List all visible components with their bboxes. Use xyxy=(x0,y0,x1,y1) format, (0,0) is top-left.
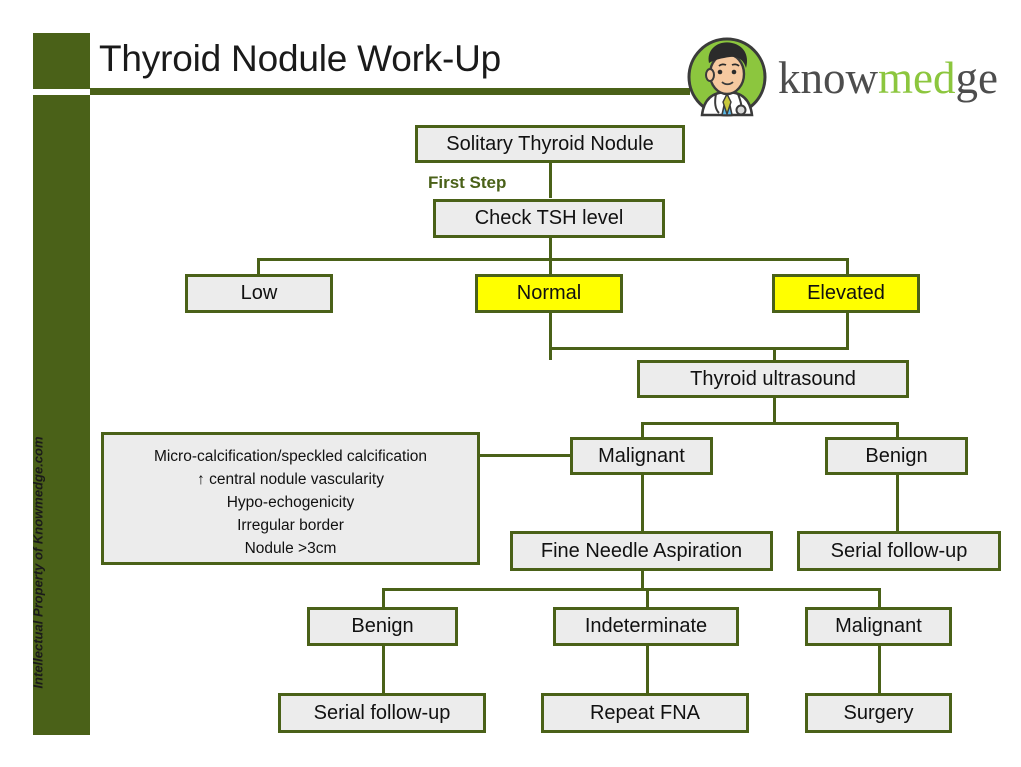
criteria-line-1: Micro-calcification/speckled calcificati… xyxy=(153,448,428,465)
node-benign-serial-followup[interactable]: Serial follow-up xyxy=(797,531,1001,571)
node-check-tsh-level[interactable]: Check TSH level xyxy=(433,199,665,238)
node-fna-indeterminate[interactable]: Indeterminate xyxy=(553,607,739,646)
node-ultrasound-benign[interactable]: Benign xyxy=(825,437,968,475)
connector-to-elevated xyxy=(846,258,849,274)
connector-tsh-down xyxy=(549,238,552,258)
wordmark-ge: ge xyxy=(955,53,998,103)
node-low[interactable]: Low xyxy=(185,274,333,313)
node-result-serial-followup[interactable]: Serial follow-up xyxy=(278,693,486,733)
node-normal[interactable]: Normal xyxy=(475,274,623,313)
criteria-line-3: Hypo-echogenicity xyxy=(226,494,355,511)
connector-to-fna-malignant xyxy=(878,588,881,607)
connector-tsh-split-bar xyxy=(257,258,849,261)
connector-to-us-benign xyxy=(896,422,899,437)
connector-to-fna-benign xyxy=(382,588,385,607)
node-ultrasound-malignant[interactable]: Malignant xyxy=(570,437,713,475)
sidebar-accent-bar xyxy=(33,95,90,735)
connector-ultrasound-split-bar xyxy=(641,422,898,425)
node-fine-needle-aspiration[interactable]: Fine Needle Aspiration xyxy=(510,531,773,571)
label-first-step: First Step xyxy=(428,173,507,192)
node-thyroid-ultrasound[interactable]: Thyroid ultrasound xyxy=(637,360,909,398)
criteria-line-4: Irregular border xyxy=(237,517,344,534)
connector-malignant-to-fna xyxy=(641,475,644,531)
node-malignant-criteria: Micro-calcification/speckled calcificati… xyxy=(101,432,480,565)
node-solitary-thyroid-nodule[interactable]: Solitary Thyroid Nodule xyxy=(415,125,685,163)
copyright-credit: Intellectual Property of Knowmedge.com xyxy=(30,436,46,689)
connector-fna-split-bar xyxy=(382,588,881,591)
wordmark-med: med xyxy=(878,53,956,103)
node-elevated[interactable]: Elevated xyxy=(772,274,920,313)
connector-criteria-to-malignant xyxy=(480,454,572,457)
node-result-repeat-fna[interactable]: Repeat FNA xyxy=(541,693,749,733)
connector-indeterminate-to-repeat xyxy=(646,646,649,693)
brand-wordmark: knowmedge xyxy=(778,53,998,103)
connector-elevated-down xyxy=(846,313,849,347)
connector-benign-to-serial xyxy=(382,646,385,693)
page-title: Thyroid Nodule Work-Up xyxy=(99,38,502,79)
header-accent-block xyxy=(33,33,90,89)
connector-merge-to-ultrasound xyxy=(549,347,849,350)
wordmark-know: know xyxy=(778,53,878,103)
connector-into-ultrasound xyxy=(773,347,776,360)
node-fna-benign[interactable]: Benign xyxy=(307,607,458,646)
criteria-line-2: ↑ central nodule vascularity xyxy=(197,471,384,488)
node-fna-malignant[interactable]: Malignant xyxy=(805,607,952,646)
connector-to-normal xyxy=(549,258,552,274)
connector-solitary-to-tsh xyxy=(549,162,552,198)
connector-normal-down xyxy=(549,313,552,360)
connector-ultrasound-down xyxy=(773,398,776,422)
node-result-surgery[interactable]: Surgery xyxy=(805,693,952,733)
header-divider-rule xyxy=(90,88,690,95)
doctor-avatar-icon xyxy=(687,37,767,117)
connector-fna-down xyxy=(641,571,644,588)
connector-to-us-malignant xyxy=(641,422,644,437)
criteria-line-5: Nodule >3cm xyxy=(244,540,337,557)
connector-to-fna-indeterminate xyxy=(646,588,649,607)
connector-malignant-to-surgery xyxy=(878,646,881,693)
brand-logo: knowmedge xyxy=(686,33,998,119)
connector-to-low xyxy=(257,258,260,274)
connector-benign-to-followup xyxy=(896,475,899,531)
